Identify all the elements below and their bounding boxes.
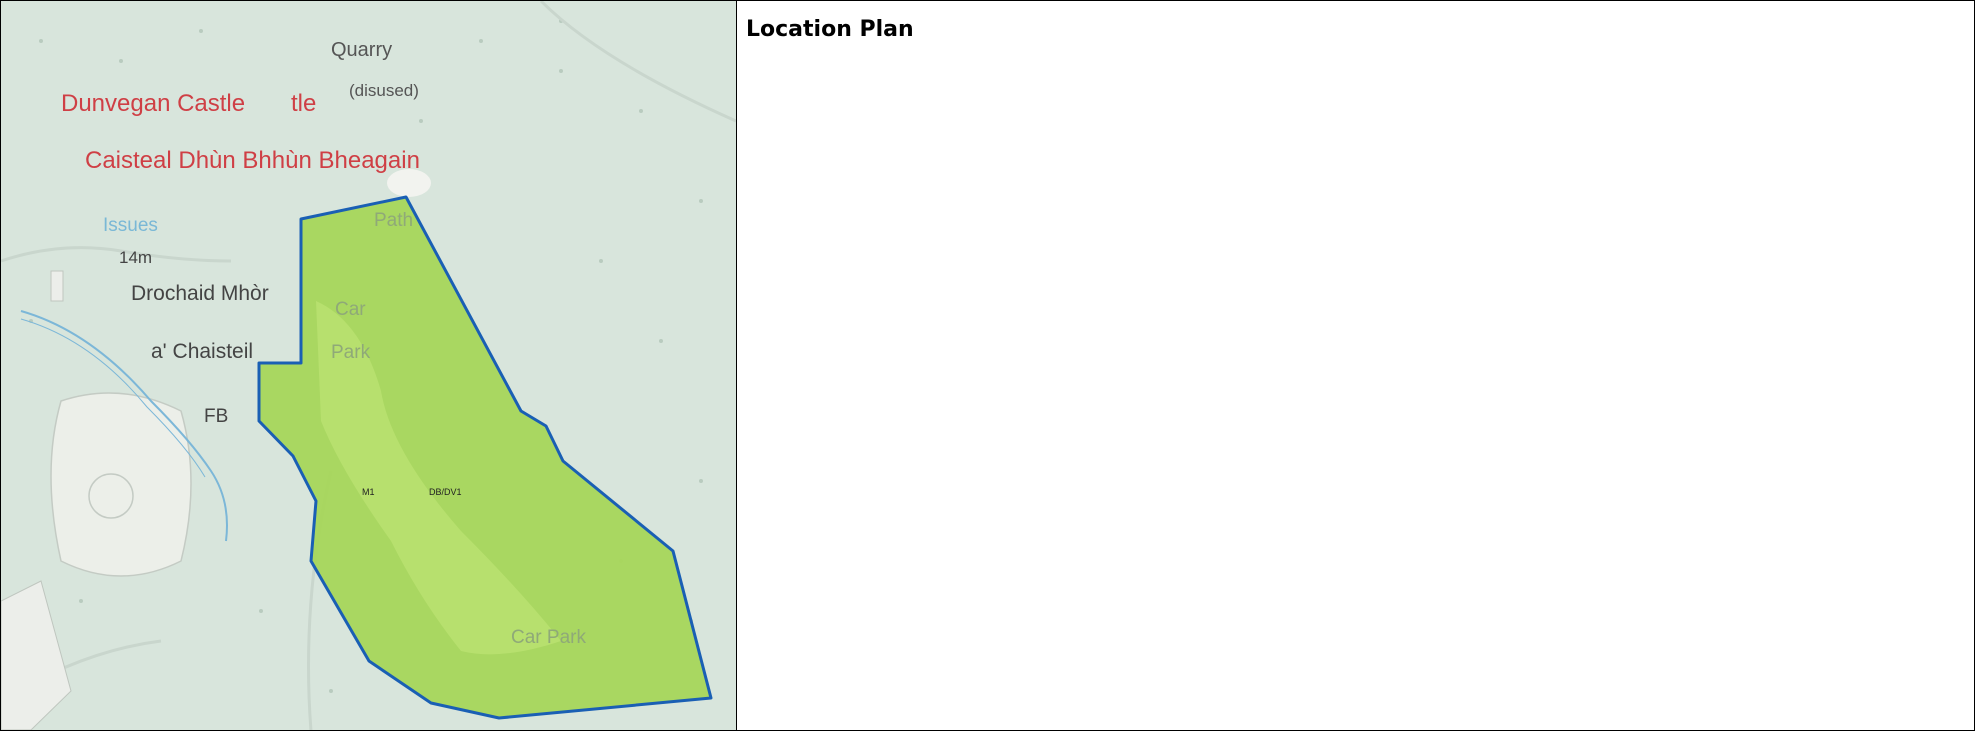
label-site-ref-b: DB/DV1 (429, 487, 462, 497)
small-building (50, 270, 64, 302)
tracks (1, 1, 736, 730)
car-park-surface (316, 301, 561, 655)
quarry-patch (387, 169, 431, 197)
label-disused: (disused) (349, 81, 419, 100)
site-boundary[interactable] (257, 195, 713, 720)
field-circle (88, 473, 134, 519)
stream (20, 310, 228, 542)
label-castle-gd: Caisteal Dhùn Bhhùn Bheagain (85, 147, 420, 174)
label-castle-en: Dunvegan Castle (61, 90, 245, 117)
map-panel[interactable]: Quarry (disused) Dunvegan Castle tle Cai… (1, 1, 737, 730)
label-issues: Issues (103, 215, 158, 236)
label-chaisteil: a' Chaisteil (151, 340, 253, 363)
label-quarry: Quarry (331, 39, 392, 61)
stream-bank (20, 318, 206, 478)
label-park: Park (331, 342, 371, 363)
building (1, 580, 72, 730)
label-castle-fragment: tle (291, 90, 316, 117)
location-plan-heading: Location Plan (746, 17, 914, 42)
label-site-ref-a: M1 (362, 487, 375, 497)
label-car-park: Car Park (511, 627, 586, 648)
location-map[interactable]: Quarry (disused) Dunvegan Castle tle Cai… (1, 1, 736, 730)
label-car: Car (335, 299, 366, 320)
label-spot-height: 14m (119, 248, 152, 267)
label-drochaid: Drochaid Mhòr (131, 282, 269, 305)
label-fb: FB (204, 406, 228, 427)
label-path: Path (374, 210, 413, 231)
